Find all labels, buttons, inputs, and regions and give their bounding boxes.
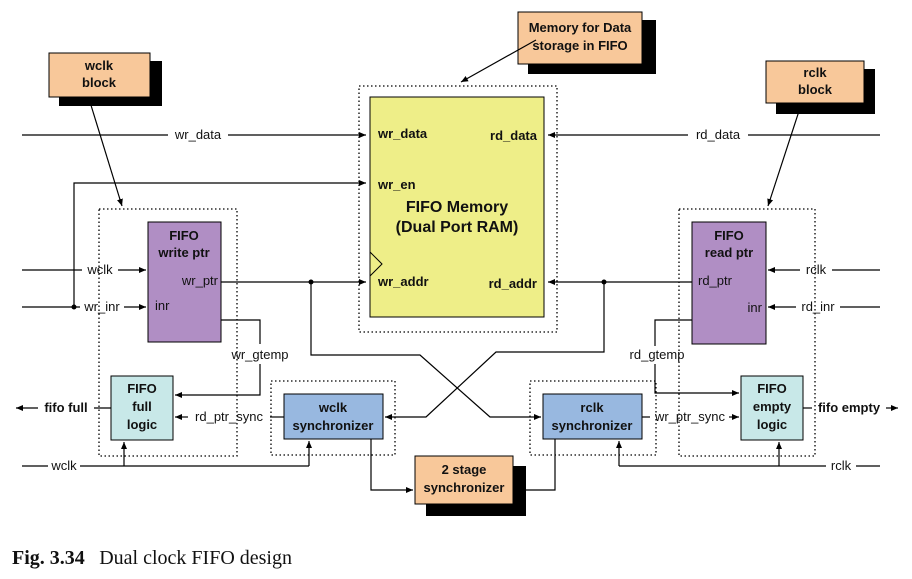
wr-gtemp-wire-b xyxy=(175,364,261,398)
rclk-block-line2: block xyxy=(798,82,833,97)
figure-caption: Fig. 3.34 Dual clock FIFO design xyxy=(12,547,292,569)
rclk-label: rclk xyxy=(806,262,827,277)
wclk-label: wclk xyxy=(86,262,113,277)
rclk-sync-line2: synchronizer xyxy=(552,418,633,433)
read-ptr-in-port: inr xyxy=(748,300,763,315)
rclk-block-pointer xyxy=(767,107,801,207)
wr-gtemp-label: wr_gtemp xyxy=(230,347,288,362)
rclk-block-line1: rclk xyxy=(803,65,827,80)
port-wr-addr: wr_addr xyxy=(377,274,429,289)
rd-gtemp-label: rd_gtemp xyxy=(630,347,685,362)
fifo-full-label: fifo full xyxy=(44,400,87,415)
wclk-block-line2: block xyxy=(82,75,117,90)
two-stage-pointer-left xyxy=(370,439,413,493)
wclk-block-line1: wclk xyxy=(84,58,114,73)
read-ptr-title1: FIFO xyxy=(714,228,744,243)
memory-callout-line2: storage in FIFO xyxy=(532,38,627,53)
wr-inr-label: wr_inr xyxy=(83,299,120,314)
rd-gtemp-wire-a xyxy=(654,319,692,346)
memory-callout-pointer xyxy=(460,39,537,83)
port-wr-en: wr_en xyxy=(377,177,416,192)
two-stage-line1: 2 stage xyxy=(442,462,487,477)
memory-title-line2: (Dual Port RAM) xyxy=(396,219,519,236)
rclk-sync-line1: rclk xyxy=(580,400,604,415)
empty-logic-line1: FIFO xyxy=(757,381,787,396)
empty-logic-line3: logic xyxy=(757,417,787,432)
wr-gtemp-wire-a xyxy=(221,319,261,344)
memory-callout-line1: Memory for Data xyxy=(529,20,632,35)
wr-en-wire xyxy=(73,180,366,307)
read-ptr-out-port: rd_ptr xyxy=(698,273,733,288)
memory-title-line1: FIFO Memory xyxy=(406,199,508,216)
memory-callout: Memory for Data storage in FIFO xyxy=(517,11,656,74)
port-wr-data: wr_data xyxy=(377,126,428,141)
wclk-sync-line2: synchronizer xyxy=(293,418,374,433)
full-logic-line3: logic xyxy=(127,417,157,432)
two-stage-pointer-right xyxy=(515,439,556,493)
wr-ptr-cross-wire xyxy=(310,282,541,420)
wr-ptr-sync-label: wr_ptr_sync xyxy=(654,409,726,424)
wr-data-label: wr_data xyxy=(174,127,222,142)
wclk-block-pointer xyxy=(89,101,123,207)
caption-text: Dual clock FIFO design xyxy=(99,547,292,569)
two-stage-line2: synchronizer xyxy=(424,480,505,495)
read-ptr-title2: read ptr xyxy=(705,245,753,260)
write-ptr-title2: write ptr xyxy=(157,245,209,260)
read-ptr-block: FIFO read ptr rd_ptr inr xyxy=(691,221,767,345)
write-ptr-title1: FIFO xyxy=(169,228,199,243)
write-ptr-block: FIFO write ptr wr_ptr inr xyxy=(147,221,222,343)
write-ptr-out-port: wr_ptr xyxy=(181,273,219,288)
port-rd-data: rd_data xyxy=(490,128,538,143)
rclk-bottom-label: rclk xyxy=(831,458,852,473)
rd-data-label: rd_data xyxy=(696,127,741,142)
rd-inr-label: rd_inr xyxy=(801,299,835,314)
rclk-synchronizer-block: rclk synchronizer xyxy=(542,393,643,440)
write-ptr-in-port: inr xyxy=(155,298,170,313)
wclk-block-callout: wclk block xyxy=(48,52,162,106)
full-logic-line1: FIFO xyxy=(127,381,157,396)
caption-number: Fig. 3.34 xyxy=(12,547,85,569)
rd-ptr-cross-wire xyxy=(385,282,605,420)
port-rd-addr: rd_addr xyxy=(489,276,537,291)
rd-gtemp-wire-b xyxy=(654,364,739,396)
wclk-sync-line1: wclk xyxy=(318,400,348,415)
memory-boundary xyxy=(358,85,558,333)
empty-logic-line2: empty xyxy=(753,399,792,414)
rclk-block-callout: rclk block xyxy=(765,60,875,114)
read-domain-boundary xyxy=(678,208,816,457)
wclk-sync-boundary xyxy=(270,380,396,456)
two-stage-sync-callout: 2 stage synchronizer xyxy=(414,455,526,516)
fifo-empty-logic-block: FIFO empty logic xyxy=(740,375,804,441)
wclk-bottom-label: wclk xyxy=(50,458,77,473)
fifo-empty-label: fifo empty xyxy=(818,400,881,415)
rd-ptr-sync-label: rd_ptr_sync xyxy=(195,409,263,424)
fifo-full-logic-block: FIFO full logic xyxy=(110,375,174,441)
full-logic-line2: full xyxy=(132,399,152,414)
write-domain-boundary xyxy=(98,208,238,457)
wclk-synchronizer-block: wclk synchronizer xyxy=(283,393,384,440)
fifo-memory-block: FIFO Memory (Dual Port RAM) wr_data wr_e… xyxy=(369,96,545,318)
